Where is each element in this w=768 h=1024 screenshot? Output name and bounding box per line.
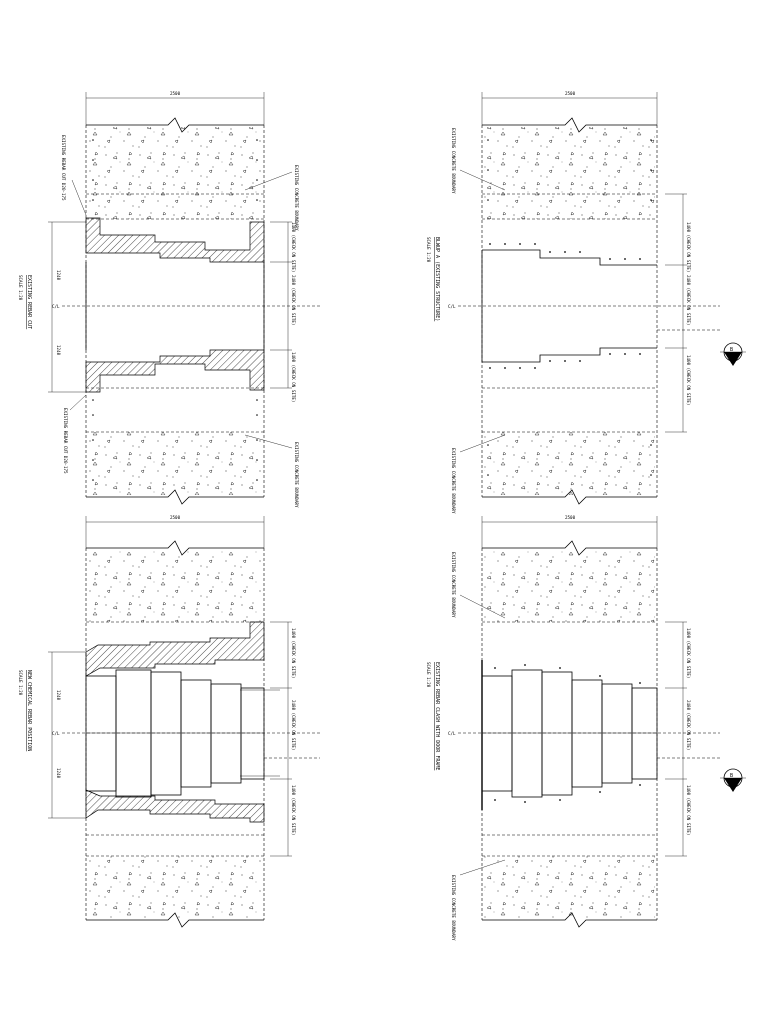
drawing-title: BLWUP A (EXISTING STRUCTURE) — [434, 237, 440, 321]
drawing-new-chemical-rebar: 2500 C/L 1240 1240 14 — [18, 515, 320, 928]
drawing-title: EXISTING REBAR CUT — [26, 275, 32, 329]
right-dimension-2: 2480 (CHECK ON SITE) — [291, 275, 296, 325]
top-dimension: 2500 — [565, 515, 576, 520]
note-concrete-boundary-bottom: EXISTING CONCRETE BOUNDARY — [294, 442, 299, 508]
centerline-label: C/L — [52, 731, 60, 736]
note-concrete-boundary-bottom: EXISTING CONCRETE BOUNDARY — [451, 448, 456, 514]
drawing-blowup-a: 2500 C/L 1 — [426, 91, 746, 514]
door-frame-lower — [85, 789, 265, 823]
existing-structure-opening — [482, 249, 657, 363]
section-marker-b: B — [720, 342, 746, 366]
centerline-label: C/L — [448, 731, 456, 736]
drawing-scale: SCALE 1:20 — [426, 237, 431, 263]
door-frame-upper — [85, 621, 265, 677]
note-concrete-boundary-top: EXISTING CONCRETE BOUNDARY — [294, 165, 299, 231]
top-dimension: 2500 — [565, 91, 576, 96]
right-dimension-2: 2480 (CHECK ON SITE) — [686, 700, 691, 750]
top-dimension: 2500 — [170, 515, 181, 520]
rebar-dots — [92, 139, 258, 481]
drawing-title: EXISTING REBAR CLASH WITH DOOR FRAME — [434, 662, 440, 770]
drawing-title: NEW CHEMICAL REBAR POSITION — [26, 670, 32, 751]
drawing-scale: SCALE 1:20 — [18, 275, 23, 301]
right-dimension-3: 1400 (CHECK ON SITE) — [686, 785, 691, 835]
right-dimension-1: 1400 (CHECK ON SITE) — [291, 222, 296, 272]
right-dimension-3: 1400 (CHECK ON SITE) — [291, 352, 296, 402]
right-dimension-2: 2480 (CHECK ON SITE) — [686, 275, 691, 325]
rebar-cut-zone-lower — [85, 349, 265, 393]
note-concrete-boundary-bottom: EXISTING CONCRETE BOUNDARY — [451, 875, 456, 941]
right-dimension-1: 1400 (CHECK ON SITE) — [686, 628, 691, 678]
section-marker-label: B — [730, 773, 733, 779]
note-concrete-boundary-top: EXISTING CONCRETE BOUNDARY — [451, 552, 456, 618]
right-dimension-1: 1400 (CHECK ON SITE) — [686, 222, 691, 272]
note-rebar-cut-top: EXISTING REBAR CUT D20-175 — [61, 135, 66, 201]
note-rebar-cut-bottom: EXISTING REBAR CUT D20-175 — [63, 408, 68, 474]
drawing-existing-rebar-cut: 2500 C/L 1240 — [18, 91, 320, 508]
drawing-scale: SCALE 1:20 — [426, 662, 431, 688]
section-marker-label: B — [730, 347, 733, 353]
right-dimension-1: 1400 (CHECK ON SITE) — [291, 628, 296, 678]
drawing-rebar-clash-door-frame: 2500 C/L 1400 (CHECK ON SITE) 2480 (C — [426, 515, 746, 941]
section-marker-b: B — [720, 768, 746, 792]
left-dimension-lower: 1240 — [56, 768, 61, 779]
left-dimension-lower: 1240 — [56, 345, 61, 356]
left-dimension-upper: 1240 — [56, 690, 61, 701]
top-dimension: 2500 — [170, 91, 181, 96]
right-dimension-3: 1400 (CHECK ON SITE) — [686, 355, 691, 405]
rebar-cut-zone-upper — [85, 217, 265, 263]
note-concrete-boundary-top: EXISTING CONCRETE BOUNDARY — [451, 128, 456, 194]
drawing-scale: SCALE 1:20 — [18, 670, 23, 696]
centerline-label: C/L — [448, 304, 456, 309]
left-dimension-upper: 1240 — [56, 270, 61, 281]
right-dimension-3: 1400 (CHECK ON SITE) — [291, 785, 296, 835]
centerline-label: C/L — [52, 304, 60, 309]
right-dimension-2: 2480 (CHECK ON SITE) — [291, 700, 296, 750]
